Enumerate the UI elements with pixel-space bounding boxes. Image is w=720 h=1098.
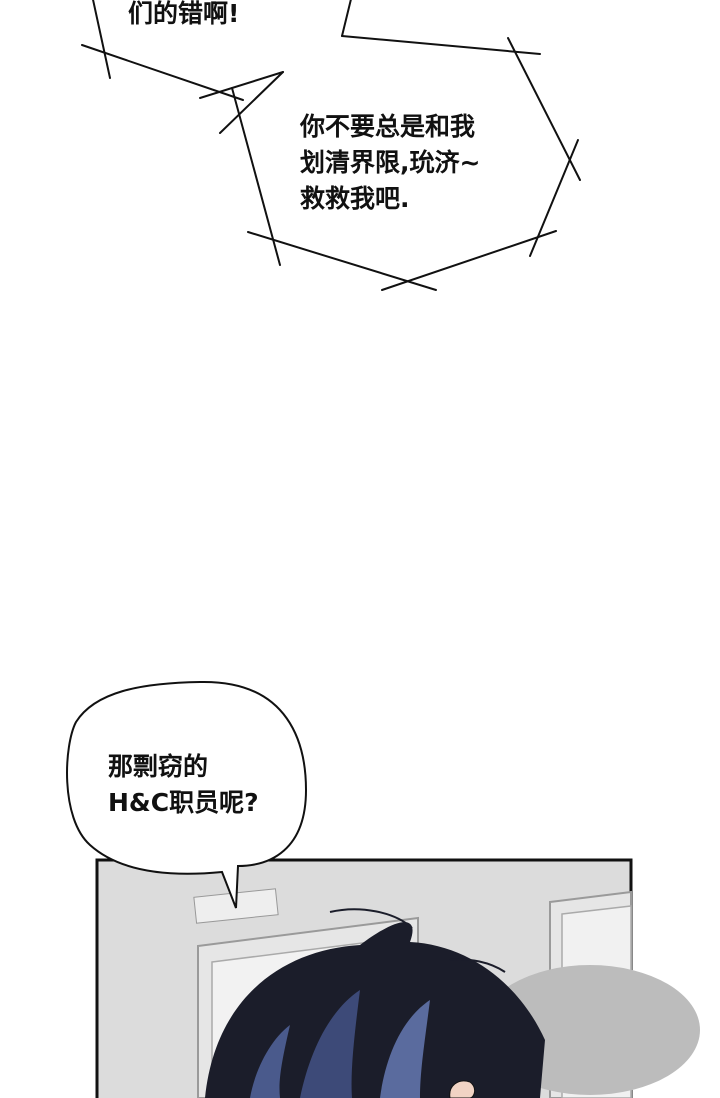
- round-bubble-text: 那剽窃的 H&C职员呢?: [108, 752, 259, 817]
- bubble-top-text: 们的错啊!: [128, 0, 240, 28]
- spiky-bubble-text: 你不要总是和我 划清界限,玧济~ 救救我吧.: [300, 112, 481, 213]
